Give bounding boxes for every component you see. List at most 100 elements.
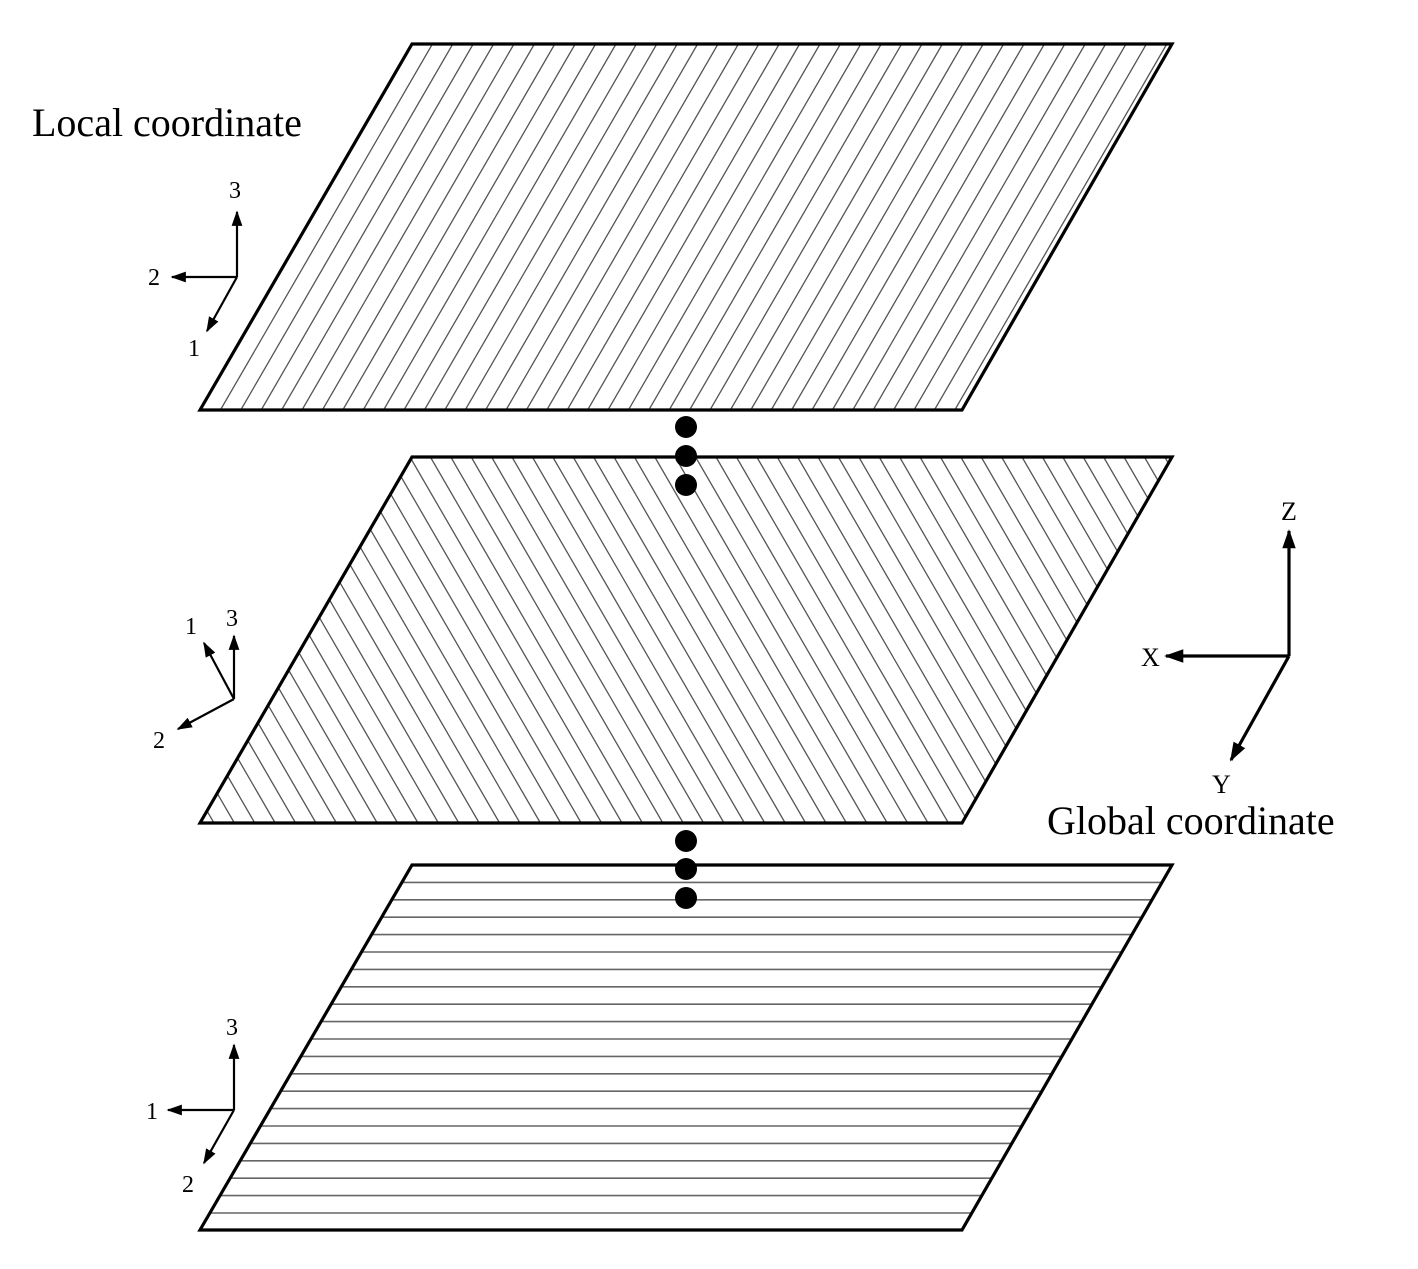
hatch-line [546, 44, 760, 410]
middle-axis2-label: 2 [153, 728, 165, 754]
hatch-line [913, 44, 1127, 410]
middle-ply-hatch [0, 457, 1172, 823]
hatch-line [511, 457, 725, 823]
hatch-line [200, 457, 399, 823]
hatch-line [240, 44, 454, 410]
hatch-line [1117, 44, 1172, 410]
hatch-line [735, 457, 949, 823]
global-axes [1164, 529, 1296, 762]
hatch-line [715, 457, 929, 823]
hatch-line [1143, 457, 1172, 823]
bottom-ply-hatch [200, 881, 1172, 1214]
hatch-line [1164, 457, 1172, 823]
hatch-line [525, 44, 739, 410]
hatch-line [307, 457, 521, 823]
hatch-line [709, 44, 923, 410]
hatch-line [0, 457, 173, 823]
hatch-line [689, 44, 903, 410]
hatch-line [1123, 457, 1172, 823]
hatch-line [1179, 44, 1391, 410]
local-coordinate-label: Local coordinate [32, 100, 302, 145]
ellipsis-dots-lower [675, 830, 697, 909]
hatch-line [729, 44, 943, 410]
hatch-line [837, 457, 1051, 823]
hatch-line [1062, 457, 1172, 823]
hatch-line [552, 457, 766, 823]
hatch-line [505, 44, 719, 410]
global-z-label: Z [1281, 497, 1297, 526]
hatch-line [954, 44, 1168, 410]
dot [675, 416, 697, 438]
bottom-axis3-label: 3 [226, 1015, 238, 1041]
hatch-line [872, 44, 1086, 410]
hatch-line [464, 44, 678, 410]
hatch-line [674, 457, 888, 823]
axis2-arrow-icon [176, 698, 235, 730]
hatch-line [200, 457, 378, 823]
hatch-line [811, 44, 1025, 410]
hatch-line [1015, 44, 1172, 410]
hatch-line [919, 457, 1133, 823]
hatch-line [403, 44, 617, 410]
hatch-line [0, 457, 194, 823]
hatch-line [200, 457, 317, 823]
hatch-line [1097, 44, 1172, 410]
hatch-line [260, 44, 474, 410]
bottom-ply [197, 863, 1175, 1232]
hatch-line [200, 457, 297, 823]
hatch-line [485, 44, 699, 410]
hatch-line [200, 457, 235, 823]
ellipsis-dots-upper [675, 416, 697, 496]
hatch-line [266, 457, 480, 823]
hatch-line [368, 457, 582, 823]
hatch-line [362, 44, 576, 410]
hatch-line [817, 457, 1031, 823]
hatch-line [654, 457, 868, 823]
hatch-line [327, 457, 541, 823]
hatch-line [668, 44, 882, 410]
hatch-line [429, 457, 643, 823]
hatch-line [0, 457, 132, 823]
dot [675, 858, 697, 880]
global-coordinate-label: Global coordinate [1047, 798, 1335, 843]
hatch-line [470, 457, 684, 823]
hatch-line [225, 457, 439, 823]
hatch-line [287, 457, 501, 823]
hatch-line [383, 44, 597, 410]
hatch-line [342, 44, 556, 410]
hatch-line [348, 457, 562, 823]
hatch-line [995, 44, 1172, 410]
axis1-arrow-icon [206, 276, 238, 333]
hatch-line [933, 44, 1147, 410]
hatch-line [776, 457, 990, 823]
hatch-line [301, 44, 515, 410]
hatch-line [593, 457, 807, 823]
hatch-line [627, 44, 841, 410]
hatch-line [1021, 457, 1172, 823]
hatch-line [444, 44, 658, 410]
middle-axis3-label: 3 [226, 606, 238, 632]
top-axis2-label: 2 [148, 265, 160, 291]
hatch-line [633, 457, 847, 823]
hatch-line [200, 457, 215, 823]
hatch-line [980, 457, 1172, 823]
hatch-line [831, 44, 1045, 410]
hatch-line [974, 44, 1172, 410]
hatch-line [423, 44, 637, 410]
hatch-line [281, 44, 495, 410]
hatch-line [200, 457, 256, 823]
hatch-line [246, 457, 460, 823]
bottom-axis1-label: 1 [146, 1099, 158, 1125]
hatch-line [852, 44, 1066, 410]
dot [675, 445, 697, 467]
dot [675, 887, 697, 909]
hatch-line [587, 44, 801, 410]
middle-ply-outline [197, 455, 1175, 825]
hatch-line [756, 457, 970, 823]
hatch-line [1082, 457, 1172, 823]
hatch-line [1137, 44, 1172, 410]
hatch-line [389, 457, 603, 823]
hatch-line [200, 457, 276, 823]
axis1-arrow-icon [203, 641, 235, 700]
hatch-line [613, 457, 827, 823]
